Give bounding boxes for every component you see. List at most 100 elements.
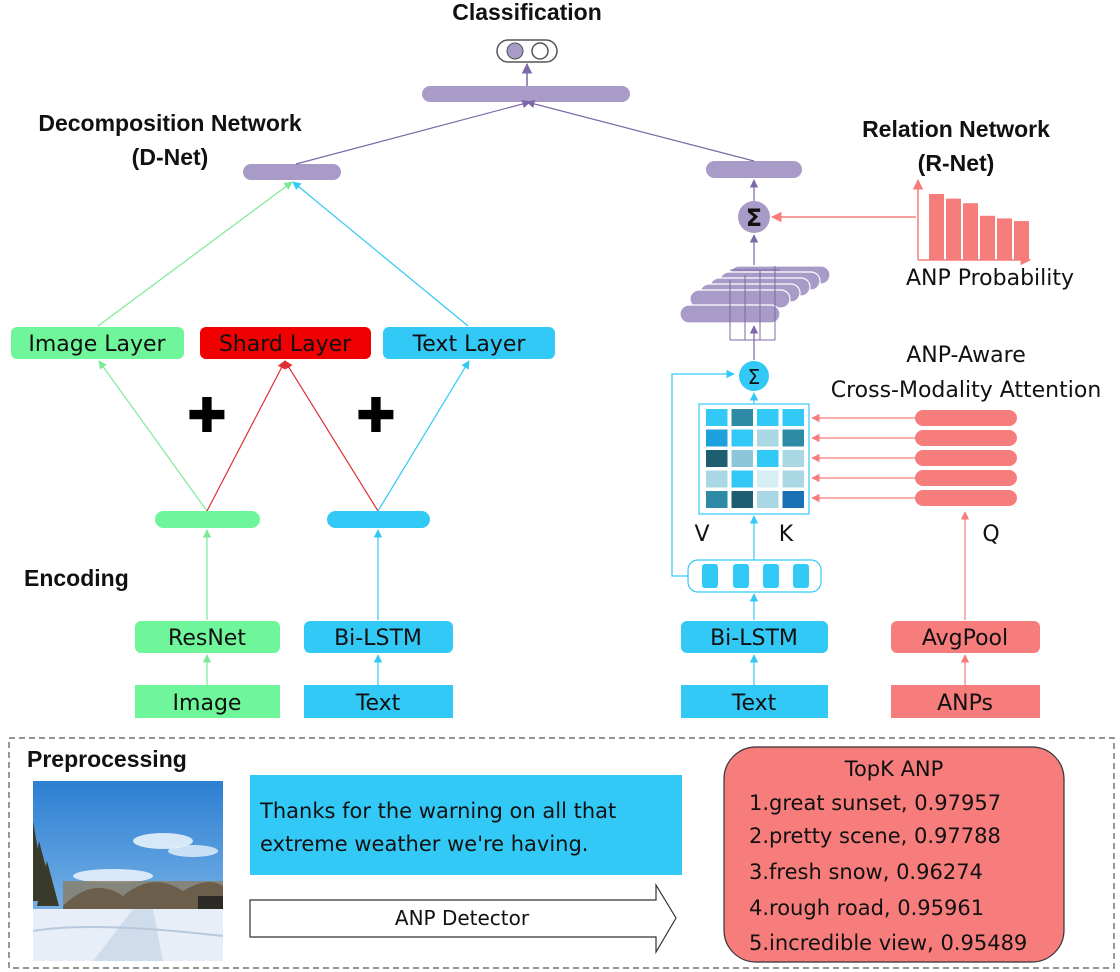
text-layer-label: Text Layer (412, 332, 527, 357)
attention-title-line2: Cross-Modality Attention (831, 378, 1102, 403)
arrow-rnet-to-fusion (526, 99, 755, 162)
attention-cell (706, 450, 728, 467)
anps-input-label: ANPs (937, 691, 993, 716)
image-encoding-vector (155, 511, 260, 528)
classification-output-node (496, 39, 558, 63)
topk-item: 4.rough road, 0.95961 (749, 896, 984, 920)
attention-cell (706, 470, 728, 488)
attention-cell (731, 409, 753, 426)
anp-query-vector (915, 490, 1017, 506)
text-input-label-left: Text (355, 691, 401, 716)
classification-title: Classification (452, 0, 602, 25)
q-label: Q (982, 522, 999, 547)
bilstm-box-right: Bi-LSTM (681, 621, 828, 653)
text-input-box-right: Text (681, 685, 828, 718)
avgpool-box: AvgPool (891, 621, 1040, 653)
topk-item: 3.fresh snow, 0.96274 (749, 860, 983, 884)
attention-cell (782, 409, 804, 426)
sum-icon-top: Σ (746, 204, 762, 232)
image-layer-label: Image Layer (28, 332, 166, 357)
topk-item: 5.incredible view, 0.95489 (749, 931, 1027, 955)
attention-title-line1: ANP-Aware (906, 343, 1025, 368)
plus-icon-left: ✚ (187, 388, 227, 444)
resnet-box: ResNet (135, 621, 280, 653)
sum-node-top: Σ (738, 201, 770, 233)
attention-matrix (698, 403, 810, 515)
sum-icon-attention: Σ (748, 365, 761, 389)
rnet-subtitle: (R-Net) (918, 150, 995, 176)
topk-anp-box: TopK ANP 1.great sunset, 0.97957 2.prett… (723, 746, 1065, 963)
decomposition-network-title: Decomposition Network (38, 110, 301, 136)
tweet-text: Thanks for the warning on all that extre… (260, 799, 617, 856)
probability-bar (929, 194, 944, 260)
shard-layer-box: Shard Layer (200, 327, 371, 359)
anp-probability-chart (912, 178, 1032, 266)
rnet-output-layer (706, 161, 802, 178)
bilstm-label-left: Bi-LSTM (334, 626, 422, 651)
arrow-text-enc-to-text-layer (377, 360, 470, 512)
fusion-layer (422, 86, 630, 102)
k-label: K (779, 522, 794, 547)
dnet-subtitle: (D-Net) (132, 144, 209, 170)
arrow-dnet-to-fusion (295, 99, 531, 165)
topk-item: 2.pretty scene, 0.97788 (749, 824, 1001, 848)
stacked-feature-layers (679, 265, 831, 341)
probability-bar (997, 218, 1012, 260)
shard-layer-label: Shard Layer (219, 332, 352, 357)
tweet-text-box: Thanks for the warning on all that extre… (250, 775, 682, 875)
text-layer-box: Text Layer (383, 327, 555, 359)
text-input-box-left: Text (304, 685, 453, 718)
probability-bar (946, 198, 961, 260)
arrow-image-enc-to-image-layer (98, 360, 208, 512)
text-input-label-right: Text (731, 691, 777, 716)
topk-title: TopK ANP (844, 757, 944, 781)
image-input-box: Image (135, 685, 280, 718)
arrow-image-layer-to-dnet (97, 181, 293, 327)
attention-cell (757, 409, 779, 426)
anps-input-box: ANPs (891, 685, 1040, 718)
attention-cell (731, 429, 753, 447)
arrow-hidden-to-sum-skip (671, 369, 735, 577)
image-layer-box: Image Layer (11, 327, 184, 359)
attention-cell (757, 491, 779, 508)
snow-scene-image (33, 781, 223, 961)
attention-cell (731, 491, 753, 508)
anp-query-vector (915, 430, 1017, 446)
topk-item: 1.great sunset, 0.97957 (749, 791, 1001, 815)
anp-probability-label: ANP Probability (906, 266, 1074, 291)
attention-cell (757, 450, 779, 467)
anp-query-vector (915, 410, 1017, 426)
attention-cell (706, 409, 728, 426)
lstm-hidden-states (687, 559, 822, 593)
sum-node-attention: Σ (739, 361, 769, 391)
plus-icon-right: ✚ (356, 388, 396, 444)
attention-cell (782, 450, 804, 467)
probability-bar (980, 215, 995, 260)
resnet-label: ResNet (168, 626, 246, 651)
attention-cell (757, 470, 779, 488)
attention-cell (706, 491, 728, 508)
attention-cell (782, 491, 804, 508)
attention-cell (731, 470, 753, 488)
anp-query-vector (915, 470, 1017, 486)
bilstm-box-left: Bi-LSTM (304, 621, 453, 653)
anp-query-vector (915, 450, 1017, 466)
avgpool-label: AvgPool (922, 626, 1008, 651)
attention-cell (731, 450, 753, 467)
attention-cell (782, 470, 804, 488)
preprocessing-frame (8, 737, 1115, 969)
encoding-title: Encoding (24, 565, 129, 591)
attention-cell (706, 429, 728, 447)
probability-bar (963, 203, 978, 260)
preprocessing-title: Preprocessing (27, 746, 187, 772)
bilstm-label-right: Bi-LSTM (710, 626, 798, 651)
arrow-text-enc-to-shard-layer (284, 360, 379, 512)
anp-query-vectors (811, 410, 1017, 506)
arrow-text-layer-to-dnet (292, 181, 469, 327)
relation-network-title: Relation Network (862, 116, 1050, 142)
attention-cell (782, 429, 804, 447)
image-input-label: Image (173, 691, 242, 716)
probability-bar (1014, 221, 1029, 260)
attention-cell (757, 429, 779, 447)
